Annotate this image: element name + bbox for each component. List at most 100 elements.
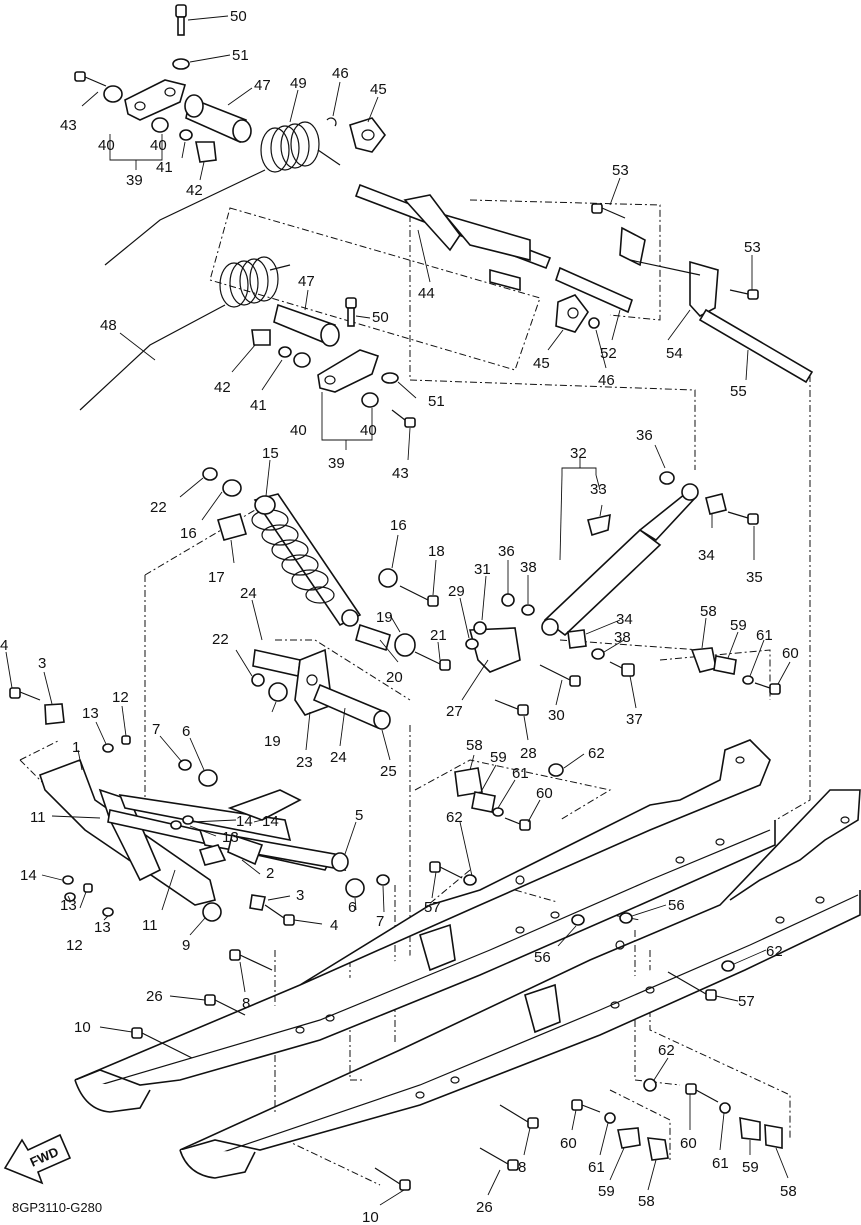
callout-numbers: 50 51 47 49 46 45 43 40 40 39 41 42 53 5… [0, 8, 799, 1225]
callout-8: 8 [518, 1159, 526, 1176]
callout-7: 7 [152, 721, 160, 738]
callout-8: 8 [242, 995, 250, 1012]
callout-18: 18 [428, 543, 445, 560]
callout-11: 11 [30, 809, 46, 826]
callout-42: 42 [186, 182, 203, 199]
callout-61: 61 [588, 1159, 605, 1176]
callout-62: 62 [766, 943, 783, 960]
callout-16: 16 [390, 517, 407, 534]
callout-22: 22 [212, 631, 229, 648]
callout-55: 55 [730, 383, 747, 400]
callout-45: 45 [533, 355, 550, 372]
callout-33: 33 [590, 481, 607, 498]
shock-absorbers [251, 471, 759, 660]
callout-58: 58 [780, 1183, 797, 1200]
callout-60: 60 [536, 785, 553, 802]
callout-53: 53 [612, 162, 629, 179]
callout-13: 13 [94, 919, 111, 936]
callout-39: 39 [126, 172, 143, 189]
callout-34: 34 [698, 547, 715, 564]
callout-14: 14 [20, 867, 37, 884]
callout-46: 46 [598, 372, 615, 389]
callout-26: 26 [476, 1199, 493, 1216]
callout-47: 47 [254, 77, 271, 94]
callout-54: 54 [666, 345, 683, 362]
callout-41: 41 [156, 159, 173, 176]
callout-19: 19 [264, 733, 281, 750]
callout-1: 1 [72, 739, 80, 756]
callout-32: 32 [570, 445, 587, 462]
callout-59: 59 [598, 1183, 615, 1200]
callout-12: 12 [66, 937, 83, 954]
callout-39: 39 [328, 455, 345, 472]
callout-16: 16 [180, 525, 197, 542]
callout-3: 3 [296, 887, 304, 904]
callout-42: 42 [214, 379, 231, 396]
callout-38: 38 [520, 559, 537, 576]
callout-51: 51 [428, 393, 445, 410]
callout-61: 61 [712, 1155, 729, 1172]
callout-13: 13 [60, 897, 77, 914]
callout-35: 35 [746, 569, 763, 586]
callout-24: 24 [330, 749, 347, 766]
rear-pivot-shaft [354, 183, 814, 384]
callout-26: 26 [146, 988, 163, 1005]
callout-53: 53 [744, 239, 761, 256]
callout-6: 6 [348, 899, 356, 916]
callout-22: 22 [150, 499, 167, 516]
callout-40: 40 [360, 422, 377, 439]
callout-29: 29 [448, 583, 465, 600]
callout-14: 14 [262, 813, 279, 830]
callout-23: 23 [296, 754, 313, 771]
callout-11: 11 [142, 917, 158, 934]
callout-12: 12 [112, 689, 129, 706]
callout-49: 49 [290, 75, 307, 92]
callout-56: 56 [668, 897, 685, 914]
callout-50: 50 [372, 309, 389, 326]
callout-60: 60 [680, 1135, 697, 1152]
callout-3: 3 [38, 655, 46, 672]
front-arm-assembly [9, 687, 390, 926]
callout-60: 60 [782, 645, 799, 662]
callout-43: 43 [392, 465, 409, 482]
callout-10: 10 [74, 1019, 91, 1036]
callout-leaders [5, 15, 791, 1206]
rail-hardware [131, 861, 783, 1191]
callout-40: 40 [98, 137, 115, 154]
shock-mount-hardware [202, 467, 781, 831]
callout-40: 40 [290, 422, 307, 439]
callout-25: 25 [380, 763, 397, 780]
callout-62: 62 [658, 1042, 675, 1059]
callout-58: 58 [466, 737, 483, 754]
callout-36: 36 [498, 543, 515, 560]
fwd-arrow-icon: FWD [3, 1133, 72, 1185]
callout-14: 14 [236, 813, 253, 830]
callout-24: 24 [240, 585, 257, 602]
callout-21: 21 [430, 627, 447, 644]
callout-56: 56 [534, 949, 551, 966]
callout-62: 62 [446, 809, 463, 826]
callout-59: 59 [730, 617, 747, 634]
callout-61: 61 [512, 765, 529, 782]
callout-36: 36 [636, 427, 653, 444]
callout-46: 46 [332, 65, 349, 82]
callout-28: 28 [520, 745, 537, 762]
callout-15: 15 [262, 445, 279, 462]
callout-4: 4 [330, 917, 338, 934]
callout-51: 51 [232, 47, 249, 64]
callout-44: 44 [418, 285, 435, 302]
callout-50: 50 [230, 8, 247, 25]
callout-30: 30 [548, 707, 565, 724]
callout-45: 45 [370, 81, 387, 98]
callout-5: 5 [355, 807, 363, 824]
callout-9: 9 [182, 937, 190, 954]
callout-4: 4 [0, 637, 8, 654]
callout-17: 17 [208, 569, 225, 586]
callout-48: 48 [100, 317, 117, 334]
callout-13: 13 [82, 705, 99, 722]
callout-19: 19 [376, 609, 393, 626]
callout-38: 38 [614, 629, 631, 646]
callout-20: 20 [386, 669, 403, 686]
callout-62: 62 [588, 745, 605, 762]
callout-6: 6 [182, 723, 190, 740]
